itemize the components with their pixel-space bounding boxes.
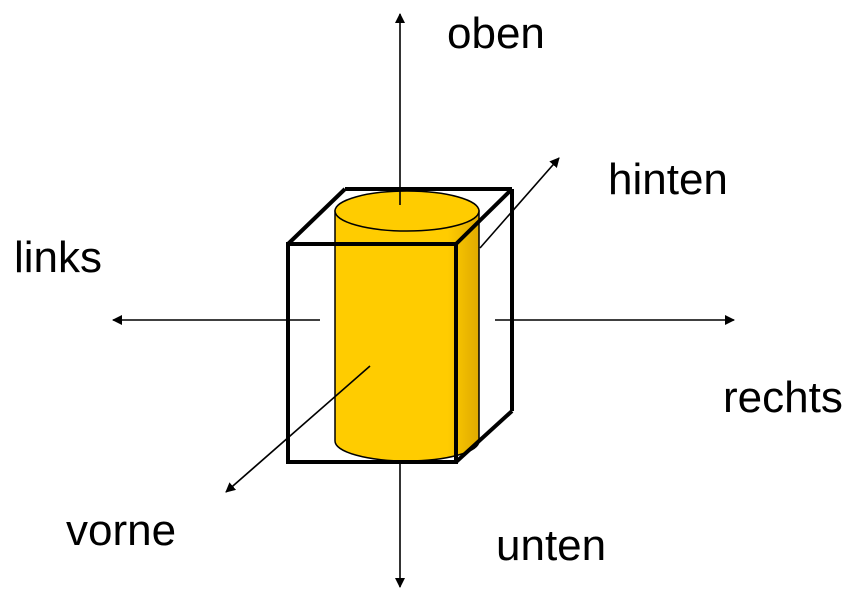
label-vorne: vorne (66, 506, 176, 555)
axes (112, 13, 735, 588)
label-unten: unten (496, 521, 606, 570)
label-rechts: rechts (723, 373, 843, 422)
label-hinten: hinten (608, 155, 728, 204)
cube-front-edges (286, 187, 514, 464)
label-oben: oben (447, 9, 545, 58)
label-links: links (14, 233, 102, 282)
arrow-front (225, 365, 371, 493)
cube-back-edges (345, 187, 514, 411)
cylinder (334, 190, 480, 462)
cylinder-top (334, 190, 480, 232)
arrow-back (479, 157, 560, 249)
